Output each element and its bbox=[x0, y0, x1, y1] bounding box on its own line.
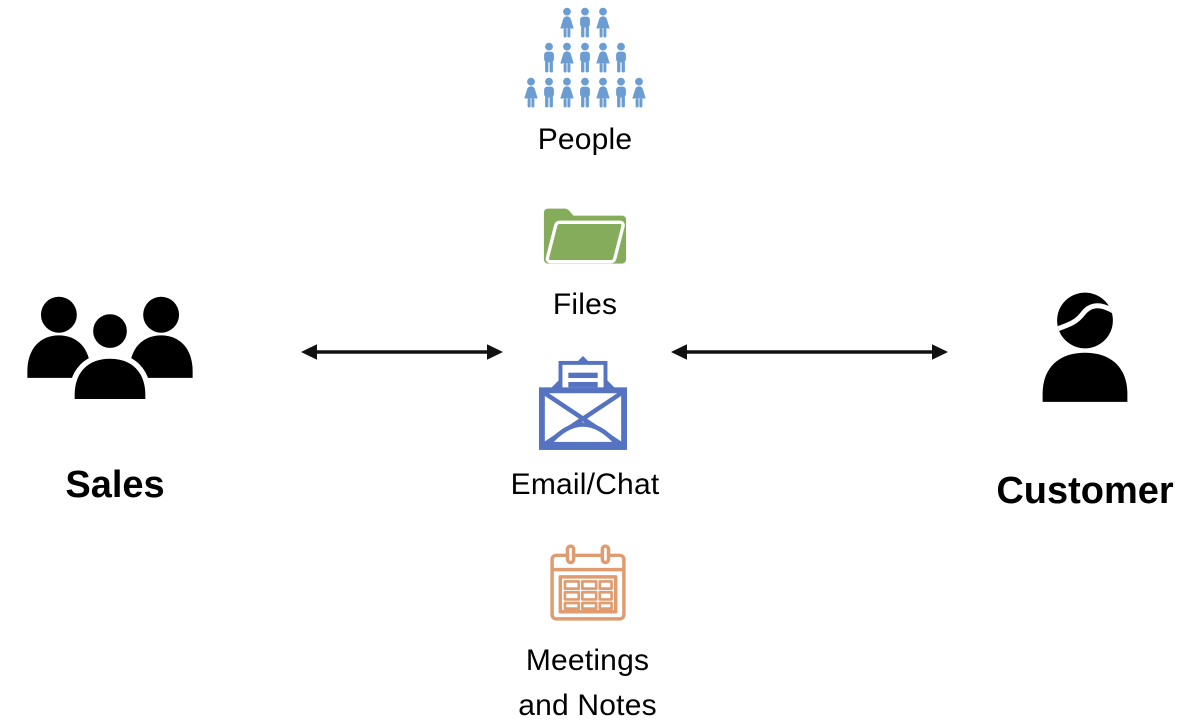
calendar-icon bbox=[550, 544, 626, 621]
sales-channels-arrow bbox=[301, 344, 503, 360]
customer-label: Customer bbox=[996, 470, 1174, 512]
email-icon bbox=[538, 356, 628, 450]
sales-team-icon bbox=[27, 296, 193, 405]
channels-customer-arrow bbox=[671, 344, 948, 360]
customer-hair-detail bbox=[1057, 303, 1113, 332]
people-crowd-icon bbox=[524, 7, 646, 108]
email-chat-label: Email/Chat bbox=[510, 468, 660, 501]
people-label: People bbox=[537, 123, 633, 156]
sales-label: Sales bbox=[65, 464, 165, 506]
meetings-label-line1: Meetings bbox=[525, 644, 650, 677]
files-label: Files bbox=[552, 288, 618, 321]
folder-icon bbox=[543, 208, 627, 264]
customer-person-icon bbox=[1042, 292, 1128, 402]
meetings-notes-label: Meetings and Notes bbox=[505, 638, 670, 727]
meetings-label-line2: and Notes bbox=[518, 689, 657, 722]
